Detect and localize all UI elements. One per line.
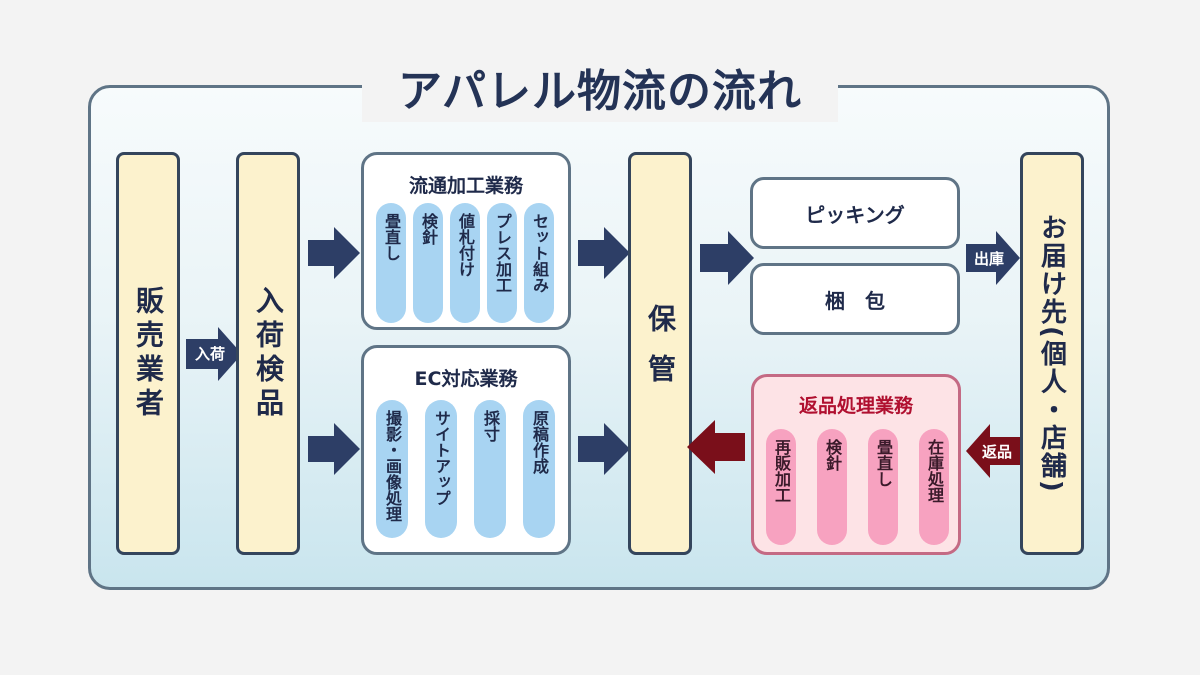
seller-label: 販売業者 bbox=[132, 285, 165, 422]
ec-panel: EC対応業務 撮影・画像処理 サイトアップ 採寸 原稿作成 bbox=[361, 345, 571, 555]
receiving-inspection-label: 入荷検品 bbox=[252, 285, 285, 422]
arrow-storage-to-picking-icon bbox=[700, 231, 754, 285]
inbound-arrow-icon bbox=[186, 327, 242, 381]
returns-arrow-icon bbox=[966, 424, 1020, 478]
arrow-returns-to-storage-icon bbox=[687, 420, 745, 474]
processing-panel-title: 流通加工業務 bbox=[408, 175, 523, 197]
processing-item: 畳直し bbox=[376, 203, 406, 323]
ec-item: 撮影・画像処理 bbox=[376, 400, 408, 538]
packing-box: 梱 包 bbox=[750, 263, 960, 335]
destination-label: お届け先(個人・店舗) bbox=[1036, 213, 1067, 494]
processing-item: 値札付け bbox=[450, 203, 480, 323]
receiving-inspection-column: 入荷検品 bbox=[236, 152, 300, 555]
processing-item: プレス加工 bbox=[487, 203, 517, 323]
arrow-to-ec-icon bbox=[308, 423, 360, 475]
returns-item: 在庫処理 bbox=[919, 429, 949, 545]
arrow-ec-to-storage-icon bbox=[578, 423, 630, 475]
title-background bbox=[362, 62, 838, 122]
picking-box: ピッキング bbox=[750, 177, 960, 249]
seller-column: 販売業者 bbox=[116, 152, 180, 555]
ec-item: 原稿作成 bbox=[523, 400, 555, 538]
packing-label: 梱 包 bbox=[825, 288, 885, 313]
picking-label: ピッキング bbox=[805, 202, 905, 227]
returns-item: 再販加工 bbox=[766, 429, 796, 545]
destination-column: お届け先(個人・店舗) bbox=[1020, 152, 1084, 555]
returns-panel: 返品処理業務 再販加工 検針 畳直し 在庫処理 bbox=[751, 374, 961, 555]
returns-item: 検針 bbox=[817, 429, 847, 545]
inbound-arrow-label: 入荷 bbox=[194, 345, 225, 363]
arrow-to-processing-icon bbox=[308, 227, 360, 279]
shipping-arrow-label: 出庫 bbox=[973, 250, 1004, 268]
processing-panel: 流通加工業務 畳直し 検針 値札付け プレス加工 セット組み bbox=[361, 152, 571, 330]
processing-item: 検針 bbox=[413, 203, 443, 323]
arrow-processing-to-storage-icon bbox=[578, 227, 630, 279]
shipping-arrow-icon bbox=[966, 231, 1020, 285]
diagram-title: アパレル物流の流れ bbox=[397, 66, 803, 117]
returns-panel-title: 返品処理業務 bbox=[798, 395, 913, 417]
returns-item: 畳直し bbox=[868, 429, 898, 545]
storage-column: 保管 bbox=[628, 152, 692, 555]
ec-panel-title: EC対応業務 bbox=[414, 368, 518, 390]
returns-arrow-label: 返品 bbox=[981, 443, 1012, 461]
storage-label: 保管 bbox=[644, 303, 677, 404]
processing-item: セット組み bbox=[524, 203, 554, 323]
ec-item: サイトアップ bbox=[425, 400, 457, 538]
ec-item: 採寸 bbox=[474, 400, 506, 538]
